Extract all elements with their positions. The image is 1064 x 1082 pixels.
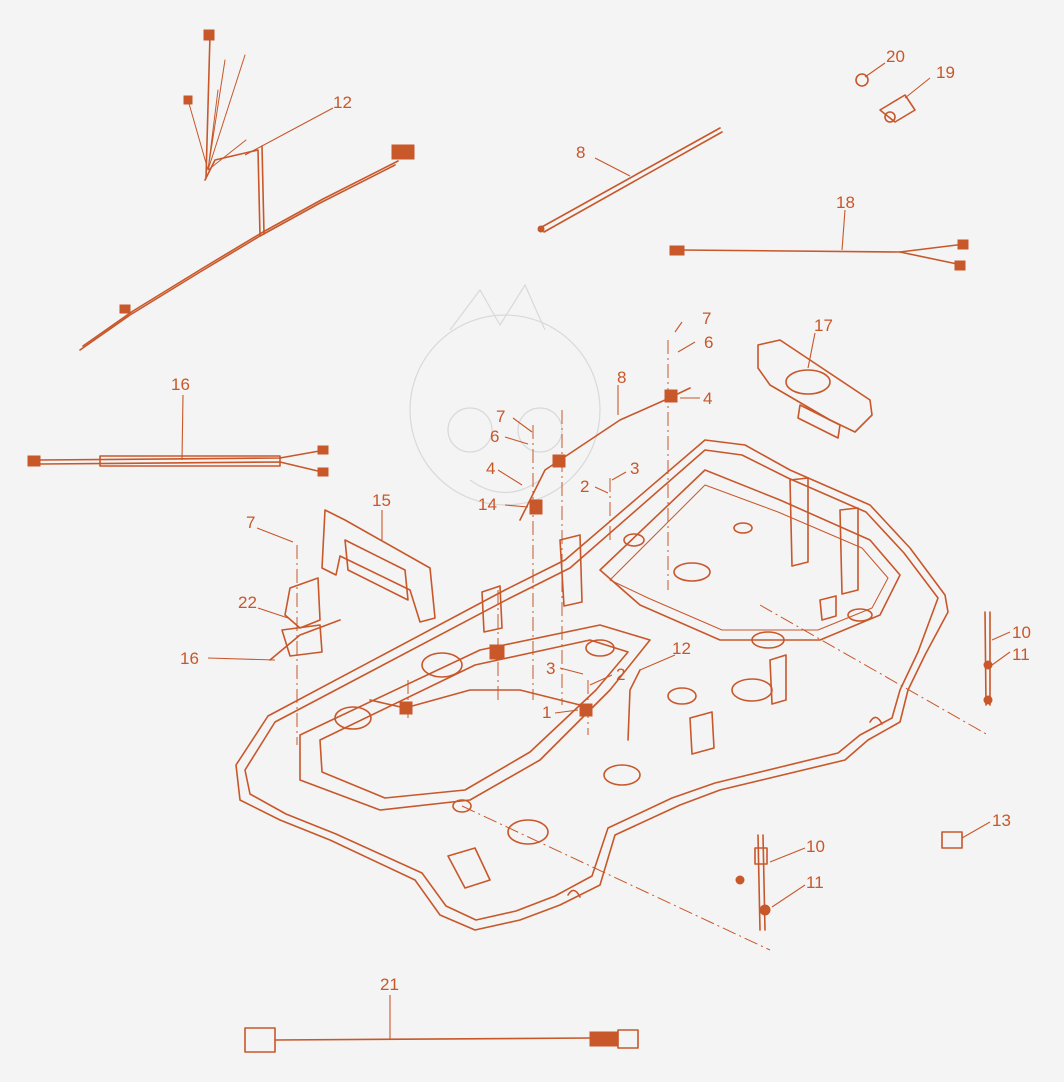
callout-18: 18 [836,193,855,212]
callout-16: 16 [180,649,199,668]
callout-7: 7 [702,309,711,328]
rod-10-11-lower [735,834,771,931]
callout-15: 15 [372,491,391,510]
base-tray [235,439,949,931]
callout-20: 20 [886,47,905,66]
handle-15 [321,509,436,623]
callout-12: 12 [672,639,691,658]
callout-17: 17 [814,316,833,335]
cable-18 [669,239,969,271]
callout-8: 8 [576,143,585,162]
callout-6: 6 [490,427,499,446]
callout-10: 10 [1012,623,1031,642]
callout-8: 8 [617,368,626,387]
callout-19: 19 [936,63,955,82]
cable-16 [27,445,329,477]
callout-4: 4 [486,459,495,478]
clip-13 [941,831,963,849]
inner-cables [369,387,691,741]
rod-10-11-right [983,611,993,706]
callout-7: 7 [246,513,255,532]
callout-22: 22 [238,593,257,612]
callout-3: 3 [630,459,639,478]
rod-8 [537,127,723,233]
callout-12: 12 [333,93,352,112]
wiring-harness-12 [79,29,415,351]
callout-14: 14 [478,495,497,514]
cable-21 [244,1027,639,1053]
callout-13: 13 [992,811,1011,830]
callout-10: 10 [806,837,825,856]
callout-1: 1 [542,703,551,722]
watermark-mascot [409,283,601,506]
leader-lines [181,62,1011,1040]
bracket-17 [757,339,873,439]
callout-labels: 12 20 19 8 18 7 6 17 8 4 16 7 6 4 3 2 14… [171,47,1031,994]
callout-2: 2 [580,477,589,496]
callout-21: 21 [380,975,399,994]
callout-4: 4 [703,389,712,408]
callout-6: 6 [704,333,713,352]
projection-lines [296,340,989,951]
fittings-19-20 [855,73,916,123]
callout-2: 2 [616,665,625,684]
clip-22 [269,577,341,661]
callout-3: 3 [546,659,555,678]
callout-11: 11 [1012,645,1030,664]
callout-11: 11 [806,873,824,892]
callout-16: 16 [171,375,190,394]
callout-7: 7 [496,407,505,426]
